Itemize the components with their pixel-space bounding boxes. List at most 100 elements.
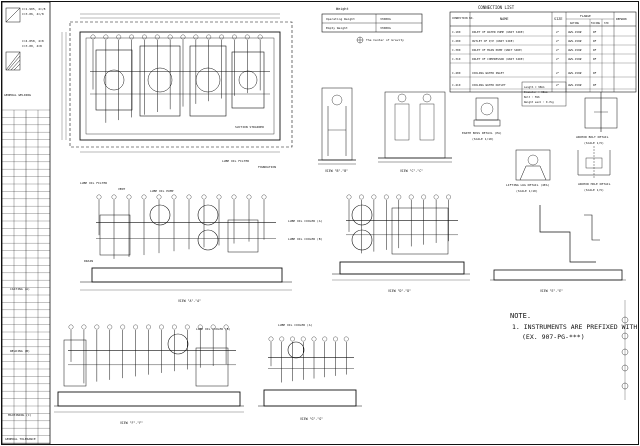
conn-size: 2" <box>556 71 560 75</box>
lug-spec: Weight each : 0.7kg <box>524 100 554 104</box>
welding-label: WELDING (B) <box>10 349 30 353</box>
callout-cooler-b: LUBE OIL COOLER (B) <box>196 327 231 331</box>
conn-size: 2" <box>556 39 560 43</box>
conn-rating: AWS-150# <box>568 48 582 52</box>
conn-size: 2" <box>556 48 560 52</box>
conn-size: 2" <box>556 57 560 61</box>
earth-boss-scale: (SCALE 1/10) <box>472 137 494 141</box>
weight-header: Weight <box>336 7 349 11</box>
center-of-gravity-label: The Center of Gravity <box>366 38 404 42</box>
conn-no: C-200 <box>452 39 461 43</box>
conn-name: INLET OF WATER PUMP (UNIT SIDE) <box>472 30 525 34</box>
weld-spec-3: C=4.858, 4=8 <box>22 39 44 43</box>
side-table: C=1.905, 4=/8 C=3.06, 4=/8 C=4.858, 4=8 … <box>1 1 51 445</box>
conn-rating: AWS-150# <box>568 71 582 75</box>
empty-weight-label: Empty Weight <box>326 26 348 30</box>
col-header-name: NAME <box>500 17 508 21</box>
conn-rating: AWS-150# <box>568 57 582 61</box>
weld-spec-4: C=3.00, 4=8 <box>22 44 42 48</box>
operating-weight-label: Operating Weight <box>326 17 355 21</box>
conn-no: C-100 <box>452 30 461 34</box>
lifting-lug-scale: (SCALE 1/10) <box>516 189 538 193</box>
plan-view: SUCTION STRAINER LUBE OIL FILTER FOUNDAT… <box>61 13 293 169</box>
lifting-lug-detail: LIFTING LUG DETAIL (4EA) (SCALE 1/10) <box>506 149 551 193</box>
anchor-bolt-detail: ANCHOR BOLT DETAIL (SCALE 1/5) <box>576 92 618 145</box>
note-line-1: 1. INSTRUMENTS ARE PREFIXED WITH 907 <box>512 323 640 331</box>
view-label-d-d: VIEW "D"-"D" <box>388 289 411 293</box>
weld-symbol <box>5 51 21 71</box>
general-welding-label: GENERAL WELDING <box>4 93 31 97</box>
connection-list-title: CONNECTION LIST <box>478 5 515 10</box>
note-line-2: (EX. 907-PG-***) <box>522 333 585 341</box>
plan-piping <box>90 34 270 123</box>
callout-cooler-b: LUBE OIL COOLER (B) <box>288 237 323 241</box>
conn-facing: RF <box>593 71 597 75</box>
anchor-bolt-scale: (SCALE 1/5) <box>584 141 604 145</box>
anchor-hole-detail: ANCHOR HOLE DETAIL (SCALE 1/5) <box>577 146 611 192</box>
instrument-column <box>621 300 629 400</box>
callout-cooler-a: LUBE OIL COOLER (A) <box>278 323 313 327</box>
anchor-hole-label: ANCHOR HOLE DETAIL <box>578 182 611 186</box>
connection-row: C-100 INLET OF WATER PUMP (UNIT SIDE) 2" AW… <box>450 30 636 37</box>
lug-spec: Length = 38mm <box>524 85 545 89</box>
col-subheader-facing: FACING <box>591 21 601 25</box>
col-subheader-rating: RATING <box>570 21 580 25</box>
conn-facing: RF <box>593 39 597 43</box>
callout-cooler-a: LUBE OIL COOLER (A) <box>288 219 323 223</box>
conn-facing: RF <box>593 83 597 87</box>
casting-label: CASTING (A) <box>10 287 30 291</box>
plan-callout: LUBE OIL FILTER <box>222 159 249 163</box>
earth-boss-detail: EARTH BOSS DETAIL (EA) (SCALE 1/10) <box>462 97 502 141</box>
lug-spec-box: Length = 38mm Diameter = 30mm Bolt : M16… <box>521 81 567 107</box>
conn-name: COOLING WATER INLET <box>472 71 504 75</box>
conn-rating: AWS-150# <box>568 30 582 34</box>
empty-weight-value: 3300KG <box>380 26 391 30</box>
note-title: NOTE. <box>510 312 532 320</box>
conn-rating: AWS-150# <box>568 39 582 43</box>
col-header-remark: REMARK <box>616 17 627 21</box>
conn-no: C-410 <box>452 83 461 87</box>
view-g-g: LUBE OIL COOLER (A) VIEW "G"-"G" <box>258 323 362 421</box>
connection-list: CONNECTION LIST CONNECTION NO. NAME SIZE… <box>449 5 637 93</box>
col-header-flange: FLANGE <box>580 14 591 18</box>
connection-rows: C-100 INLET OF WATER PUMP (UNIT SIDE) 2" AW… <box>450 30 636 90</box>
conn-facing: RF <box>593 30 597 34</box>
lug-spec: Bolt : M16 <box>524 95 540 99</box>
anchor-hole-scale: (SCALE 1/5) <box>584 188 604 192</box>
col-header-size: SIZE <box>554 17 562 21</box>
lug-spec: Diameter = 30mm <box>524 90 548 94</box>
weld-spec-1: C=1.905, 4=/8 <box>22 7 46 11</box>
connection-row: C-300 INLET OF MAIN PUMP (UNIT SIDE) 2" AWS… <box>450 48 636 55</box>
view-e-e: VIEW "E"-"E" <box>490 205 626 293</box>
machining-label: MACHINING (C) <box>8 413 32 417</box>
callout-drain: DRAIN <box>84 259 93 263</box>
view-b-b: VIEW "B"-"B" <box>318 87 356 173</box>
earth-boss-label: EARTH BOSS DETAIL (EA) <box>462 131 502 135</box>
connection-row: C-310 INLET OF COMPRESSOR (UNIT SIDE) 2" AW… <box>450 57 636 64</box>
anchor-bolt-label: ANCHOR BOLT DETAIL <box>576 135 609 139</box>
conn-no: C-300 <box>452 48 461 52</box>
col-subheader-std: STD <box>604 21 609 25</box>
operating-weight-value: 3300KG <box>380 17 391 21</box>
conn-size: 2" <box>556 30 560 34</box>
weld-spec-2: C=3.06, 4=/8 <box>22 12 44 16</box>
view-label-f-f: VIEW "F"-"F" <box>120 421 143 425</box>
view-label-c-c: VIEW "C"-"C" <box>400 169 423 173</box>
weight-table: Weight Operating Weight 3300KG Empty Wei… <box>321 7 423 44</box>
conn-name: INLET OF COMPRESSOR (UNIT SIDE) <box>472 57 525 61</box>
conn-facing: RF <box>593 48 597 52</box>
general-tolerance-label: GENERAL TOLERANCE <box>5 437 36 441</box>
connection-row: C-200 OUTLET OF P/P (UNIT SIDE) 2" AWS-150#… <box>450 39 636 46</box>
conn-no: C-310 <box>452 57 461 61</box>
callout-vent: VENT <box>118 187 125 191</box>
view-d-d-piping <box>346 194 458 254</box>
side-table-grid <box>2 109 50 444</box>
callout-lube-filter: LUBE OIL FILTER <box>80 181 107 185</box>
view-d-d: LUBE OIL COOLER (A) LUBE OIL COOLER (B) … <box>288 194 470 293</box>
view-a-a-piping <box>96 194 276 259</box>
conn-name: INLET OF MAIN PUMP (UNIT SIDE) <box>472 48 523 52</box>
conn-name: OUTLET OF P/P (UNIT SIDE) <box>472 39 514 43</box>
